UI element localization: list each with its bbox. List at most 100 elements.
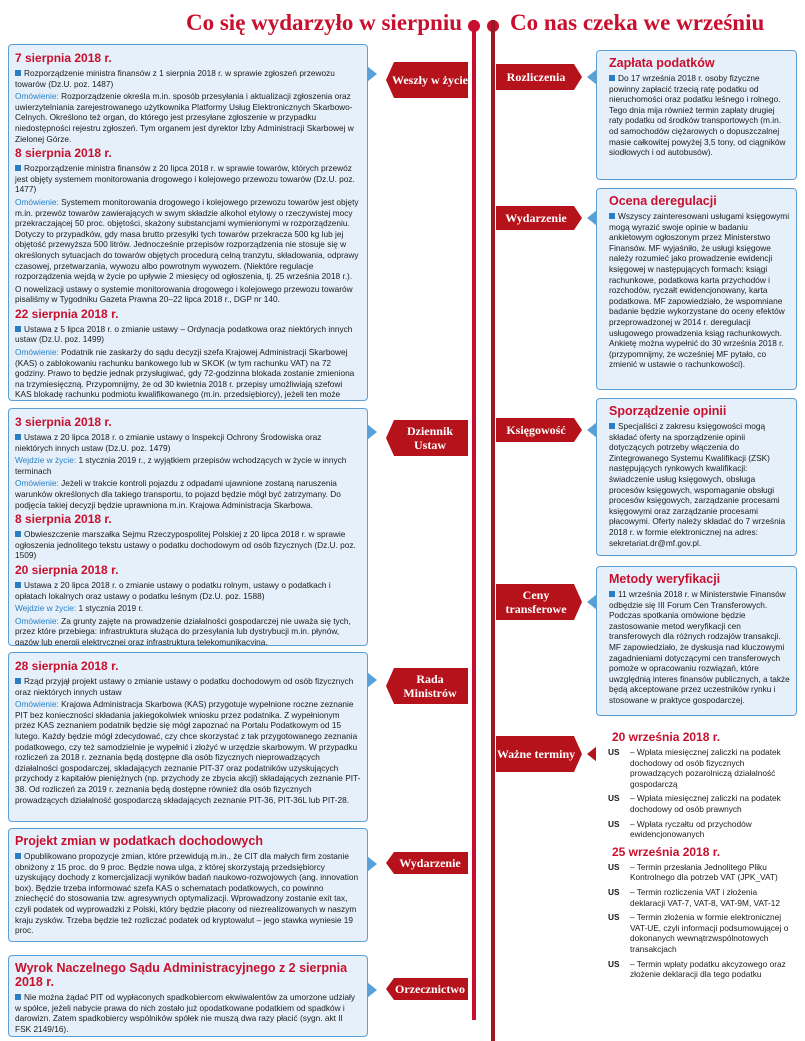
item-text: Omówienie: Podatnik nie zaskarży do sądu…	[15, 347, 355, 400]
date-heading: 8 sierpnia 2018 r.	[15, 146, 112, 161]
news-box-weszly: 7 sierpnia 2018 r. Rozporządzenie minist…	[8, 44, 368, 401]
office-code: US	[608, 818, 620, 829]
bullet-square-icon	[15, 165, 21, 172]
page-header: Co się wydarzyło w sierpniu Co nas czeka…	[0, 6, 805, 38]
deadline-text: – Wpłata ryczałtu od przychodów ewidencj…	[630, 818, 752, 840]
item-text: Omówienie: Rozporządzenie określa m.in. …	[15, 91, 354, 144]
label-wydarzenie-right: Wydarzenie	[496, 206, 582, 230]
box-title: Sporządzenie opinii	[609, 404, 727, 418]
box-pointer	[587, 594, 597, 610]
news-box-rada: 28 sierpnia 2018 r. Rząd przyjął projekt…	[8, 652, 368, 822]
label-wazne: Ważne terminy	[496, 736, 582, 772]
box-pointer	[367, 856, 377, 872]
deadline-text: – Termin złożenia w formie elektroniczne…	[630, 912, 789, 954]
box-title: Ocena deregulacji	[609, 194, 717, 208]
date-heading: 8 sierpnia 2018 r.	[15, 512, 112, 527]
date-heading: 25 września 2018 r.	[612, 844, 721, 859]
bullet-square-icon	[609, 591, 615, 597]
label-orzecznictwo: Orzecznictwo	[386, 978, 468, 1000]
deadline-row: US– Wpłata miesięcznej zaliczki na podat…	[608, 747, 791, 789]
office-code: US	[608, 912, 620, 923]
item-text: Rozporządzenie ministra finansów z 20 li…	[15, 163, 355, 195]
item-text: Omówienie: Krajowa Administracja Skarbow…	[15, 699, 361, 805]
item-text: Specjaliści z zakresu księgowości mogą s…	[609, 421, 786, 548]
label-ceny: Ceny transferowe	[496, 584, 582, 620]
bullet-square-icon	[15, 531, 21, 538]
item-text: Do 17 września 2018 r. osoby fizyczne po…	[609, 73, 786, 158]
timeline-line-right	[491, 20, 495, 1041]
deadlines-list: US – Termin przesłania Jednolitego Pliku …	[608, 862, 791, 980]
item-text: Rząd przyjął projekt ustawy o zmianie us…	[15, 676, 354, 697]
bullet-square-icon	[15, 853, 21, 859]
news-box-opinia: Sporządzenie opinii Specjaliści z zakres…	[596, 398, 797, 556]
item-text: Omówienie: Systemem monitorowania drogow…	[15, 196, 359, 282]
item-text: Nie można żądać PIT od wypłaconych spadk…	[15, 992, 355, 1034]
item-text: Rozporządzenie ministra finansów z 1 sie…	[15, 68, 335, 89]
item-text: Ustawa z 20 lipca 2018 r. o zmianie usta…	[15, 579, 331, 601]
deadline-row: US – Termin przesłania Jednolitego Pliku …	[608, 862, 791, 883]
deadline-row: US – Termin wpłaty podatku akcyzowego ora…	[608, 959, 791, 980]
bullet-square-icon	[609, 213, 615, 219]
date-heading: 7 sierpnia 2018 r.	[15, 51, 112, 65]
box-pointer	[367, 424, 377, 440]
office-code: US	[608, 861, 620, 872]
deadlines-box: 20 września 2018 r. US – Wpłata miesięczn…	[596, 724, 797, 1036]
box-pointer	[367, 66, 377, 82]
news-box-metody: Metody weryfikacji 11 września 2018 r. w…	[596, 566, 797, 716]
item-text: Opublikowano propozycje zmian, które prz…	[15, 851, 359, 936]
box-title: Metody weryfikacji	[609, 572, 721, 586]
item-text: Ustawa z 5 lipca 2018 r. o zmianie ustaw…	[15, 323, 353, 345]
news-box-projekt: Projekt zmian w podatkach dochodowych Op…	[8, 828, 368, 942]
box-pointer	[587, 746, 597, 762]
box-pointer	[367, 672, 377, 688]
deadline-text: – Wpłata miesięcznej zaliczki na podatek…	[630, 793, 781, 814]
bullet-square-icon	[15, 678, 21, 684]
item-text: 11 września 2018 r. w Ministerstwie Fina…	[609, 589, 790, 705]
label-rozliczenia: Rozliczenia	[496, 64, 582, 90]
date-heading: 3 sierpnia 2018 r.	[15, 415, 112, 429]
news-box-deregulacja: Ocena deregulacji Wszyscy zainteresowani…	[596, 188, 797, 390]
item-text: Wejdzie w życie: 1 stycznia 2019 r.	[15, 603, 144, 614]
office-code: US	[608, 793, 620, 804]
item-text: Omówienie: Jeżeli w trakcie kontroli poj…	[15, 478, 341, 510]
item-text: O nowelizacji ustawy o systemie monitoro…	[15, 283, 353, 305]
box-pointer	[587, 422, 597, 438]
item-text: Wszyscy zainteresowani usługami księgowy…	[609, 211, 790, 370]
deadline-text: – Termin przesłania Jednolitego Pliku Ko…	[630, 861, 778, 883]
box-title: Projekt zmian w podatkach dochodowych	[15, 834, 263, 848]
bullet-square-icon	[15, 325, 21, 332]
news-box-dziennik: 3 sierpnia 2018 r. Ustawa z 20 lipca 201…	[8, 408, 368, 646]
deadlines-list: US – Wpłata miesięcznej zaliczki na podat…	[608, 747, 791, 840]
timeline-line-left	[472, 20, 476, 1020]
news-box-wyrok: Wyrok Naczelnego Sądu Administracyjnego …	[8, 955, 368, 1037]
label-dziennik: Dziennik Ustaw	[386, 420, 468, 456]
right-column-title: Co nas czeka we wrześniu	[510, 10, 765, 35]
box-pointer	[587, 210, 597, 226]
label-weszly: Weszły w życie	[386, 62, 468, 98]
box-pointer	[367, 982, 377, 998]
bullet-square-icon	[15, 994, 21, 1000]
deadline-text: – Wpłata miesięcznej zaliczki na podatek…	[630, 747, 781, 789]
item-text: Ustawa z 20 lipca 2018 r. o zmianie usta…	[15, 432, 322, 453]
bullet-square-icon	[15, 581, 21, 588]
date-heading: 28 sierpnia 2018 r.	[15, 659, 119, 673]
box-title: Wyrok Naczelnego Sądu Administracyjnego …	[15, 961, 348, 989]
date-heading: 22 sierpnia 2018 r.	[15, 306, 119, 321]
item-text: Omówienie: Za grunty zajęte na prowadzen…	[15, 615, 351, 646]
date-heading: 20 września 2018 r.	[612, 730, 721, 744]
office-code: US	[608, 958, 620, 969]
news-box-zaplata: Zapłata podatków Do 17 września 2018 r. …	[596, 50, 797, 180]
bullet-square-icon	[609, 75, 615, 81]
label-rada: Rada Ministrów	[386, 668, 468, 704]
bullet-square-icon	[15, 70, 21, 76]
deadline-text: – Termin wpłaty podatku akcyzowego oraz …	[630, 958, 786, 980]
deadline-text: – Termin rozliczenia VAT i złożenia dekl…	[630, 886, 781, 908]
item-text: Obwieszczenie marszałka Sejmu Rzeczyposp…	[15, 529, 356, 561]
office-code: US	[608, 886, 620, 897]
label-wydarzenie-left: Wydarzenie	[386, 852, 468, 874]
deadline-row: US – Termin rozliczenia VAT i złożenia de…	[608, 887, 791, 908]
left-column-title: Co się wydarzyło w sierpniu	[186, 10, 462, 35]
bullet-square-icon	[609, 423, 615, 429]
label-ksiegowosc: Księgowość	[496, 418, 582, 442]
bullet-square-icon	[15, 434, 21, 440]
